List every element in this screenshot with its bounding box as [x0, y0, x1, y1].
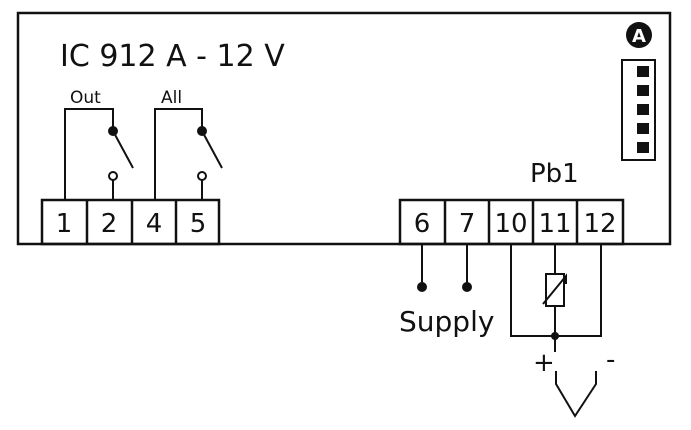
relay-all-label: All — [161, 88, 182, 108]
marker-a-icon: A — [626, 22, 652, 48]
thermocouple-icon — [555, 371, 597, 418]
terminal-7: 7 — [459, 209, 476, 239]
terminal-2: 2 — [101, 209, 118, 239]
probe-label: Pb1 — [530, 159, 579, 189]
thermocouple-plus-label: + — [533, 348, 555, 378]
supply-wires — [417, 244, 472, 292]
terminal-4: 4 — [146, 209, 163, 239]
connector-icon — [621, 59, 656, 161]
thermocouple-minus-label: - — [606, 345, 615, 375]
device-title: IC 912 A - 12 V — [60, 39, 285, 74]
marker-a-label: A — [632, 26, 646, 47]
terminal-10: 10 — [494, 209, 527, 239]
terminal-12: 12 — [583, 209, 616, 239]
terminal-1: 1 — [56, 209, 73, 239]
thermistor-icon — [542, 273, 567, 307]
junction-dot — [551, 332, 559, 340]
relay-all-switch-icon — [154, 108, 223, 200]
device-housing — [16, 11, 672, 246]
terminal-5: 5 — [190, 209, 207, 239]
relay-out-label: Out — [70, 88, 101, 108]
supply-label: Supply — [399, 305, 494, 338]
relay-out-switch-icon — [64, 108, 134, 200]
terminal-11: 11 — [538, 209, 571, 239]
terminal-block-left — [40, 198, 221, 246]
terminal-6: 6 — [414, 209, 431, 239]
